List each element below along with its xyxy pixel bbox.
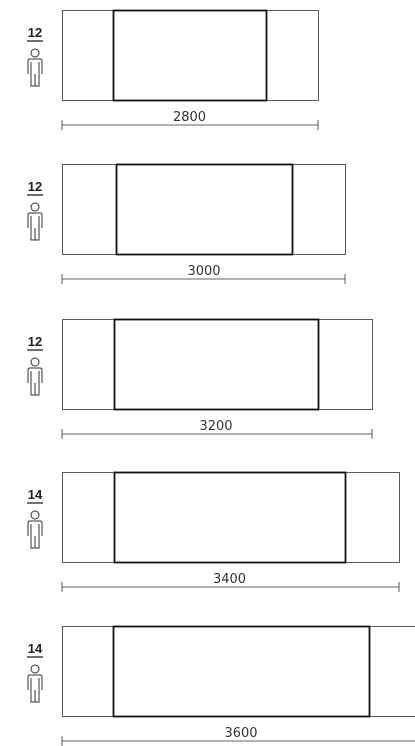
length-label: 2800: [173, 110, 206, 125]
table-top: [113, 471, 347, 564]
person-body: [27, 58, 43, 87]
length-label: 3600: [224, 726, 257, 741]
person-icon: [27, 357, 43, 396]
seat-count: 14: [28, 641, 43, 656]
person-icon: [27, 202, 43, 241]
person-head: [30, 357, 40, 367]
seat-count: 12: [28, 25, 42, 40]
length-label: 3000: [187, 264, 220, 279]
length-label: 3400: [213, 572, 246, 587]
length-label: 3200: [199, 419, 232, 434]
person-body: [27, 212, 43, 241]
table-top: [113, 318, 320, 411]
person-head: [30, 510, 40, 520]
table-top: [112, 9, 268, 102]
table-outline: [62, 10, 319, 101]
table-outline: [62, 164, 346, 255]
table-outline: [62, 626, 415, 717]
person-body: [27, 674, 43, 703]
table-outline: [62, 472, 400, 563]
person-icon: [27, 48, 43, 87]
table-outline: [62, 319, 373, 410]
table-option: 12 3000: [27, 163, 346, 284]
seat-count: 12: [28, 334, 42, 349]
seat-count: 14: [28, 487, 43, 502]
table-option: 12 3200: [27, 318, 373, 439]
seat-count: 12: [28, 179, 42, 194]
table-top: [112, 625, 371, 718]
table-option: 14 3400: [27, 471, 400, 592]
person-icon: [27, 664, 43, 703]
person-icon: [27, 510, 43, 549]
person-body: [27, 520, 43, 549]
person-head: [30, 664, 40, 674]
person-body: [27, 367, 43, 396]
table-option: 14 3600: [27, 625, 415, 746]
table-top: [115, 163, 294, 256]
person-head: [30, 202, 40, 212]
table-option: 12 2800: [27, 9, 319, 130]
person-head: [30, 48, 40, 58]
